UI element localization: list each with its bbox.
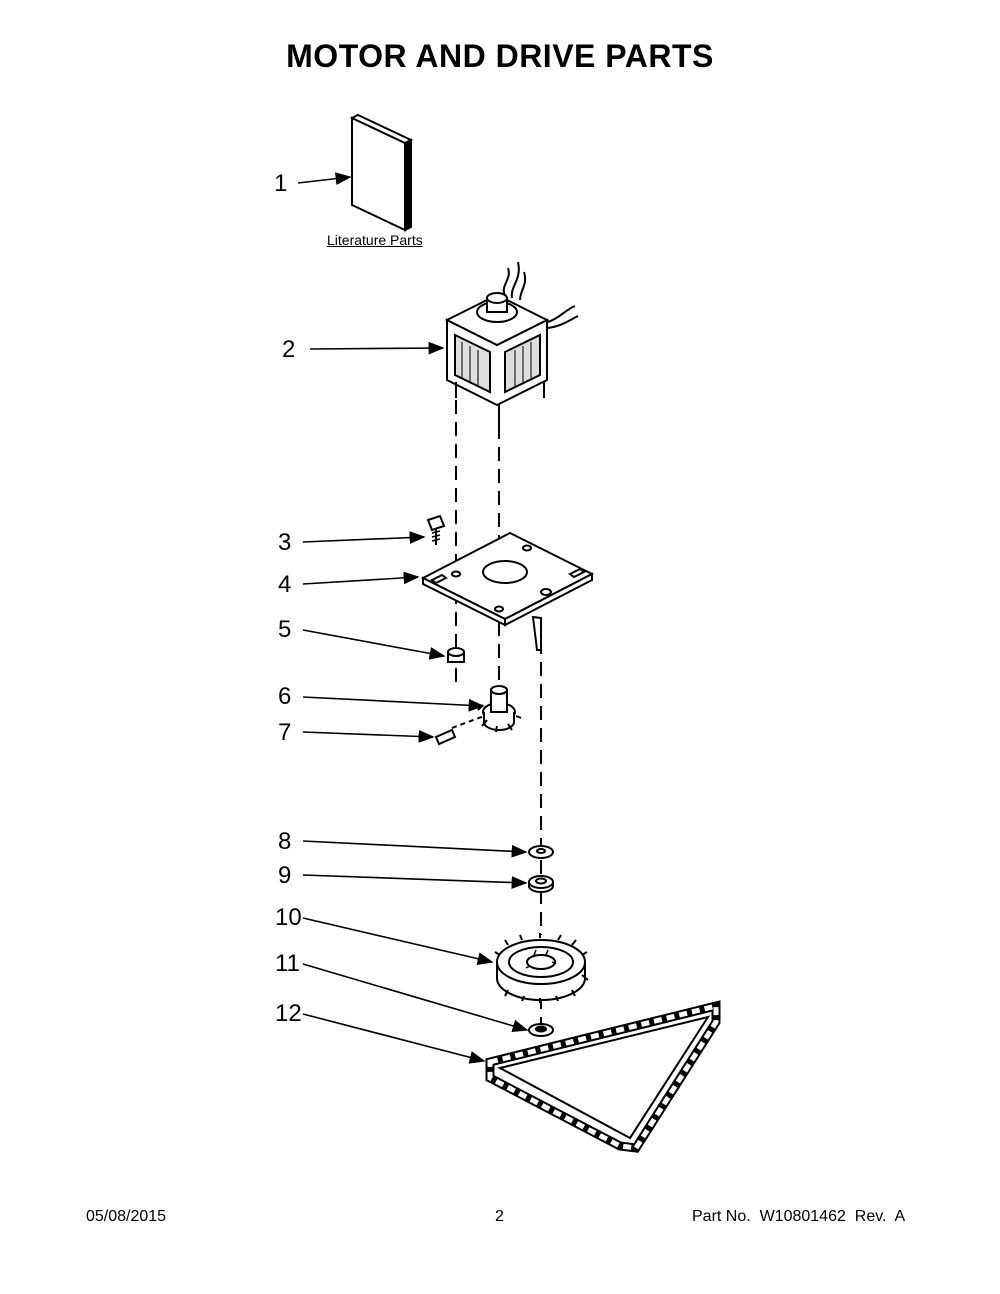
footer-part-number: Part No. W10801462 Rev. A <box>692 1208 906 1225</box>
callout-11: 11 <box>275 950 300 977</box>
bearing <box>528 875 554 893</box>
washer <box>528 845 554 859</box>
drive-chain <box>485 1000 721 1153</box>
footer-page-number: 2 <box>495 1208 504 1225</box>
footer-date: 05/08/2015 <box>86 1208 167 1225</box>
callout-6: 6 <box>278 683 292 710</box>
callout-1: 1 <box>274 170 288 197</box>
callout-8: 8 <box>278 828 292 855</box>
callout-9: 9 <box>278 862 292 889</box>
mounting-plate <box>420 531 595 651</box>
leader-lines <box>297 172 529 1064</box>
callout-7: 7 <box>278 719 292 746</box>
retaining-clip <box>528 1023 554 1037</box>
callout-12: 12 <box>275 1000 302 1027</box>
screw <box>426 514 446 545</box>
callout-4: 4 <box>278 571 292 598</box>
callout-5: 5 <box>278 616 292 643</box>
callout-10: 10 <box>275 904 302 931</box>
set-screw <box>434 715 485 746</box>
callout-3: 3 <box>278 529 292 556</box>
page-title: MOTOR AND DRIVE PARTS <box>286 38 714 74</box>
literature-card <box>349 113 414 232</box>
sprocket <box>494 933 589 1003</box>
spacer <box>447 647 465 663</box>
drive-pinion <box>477 685 522 733</box>
callout-2: 2 <box>282 336 296 363</box>
literature-parts-label: Literature Parts <box>327 232 423 248</box>
motor <box>444 261 579 425</box>
